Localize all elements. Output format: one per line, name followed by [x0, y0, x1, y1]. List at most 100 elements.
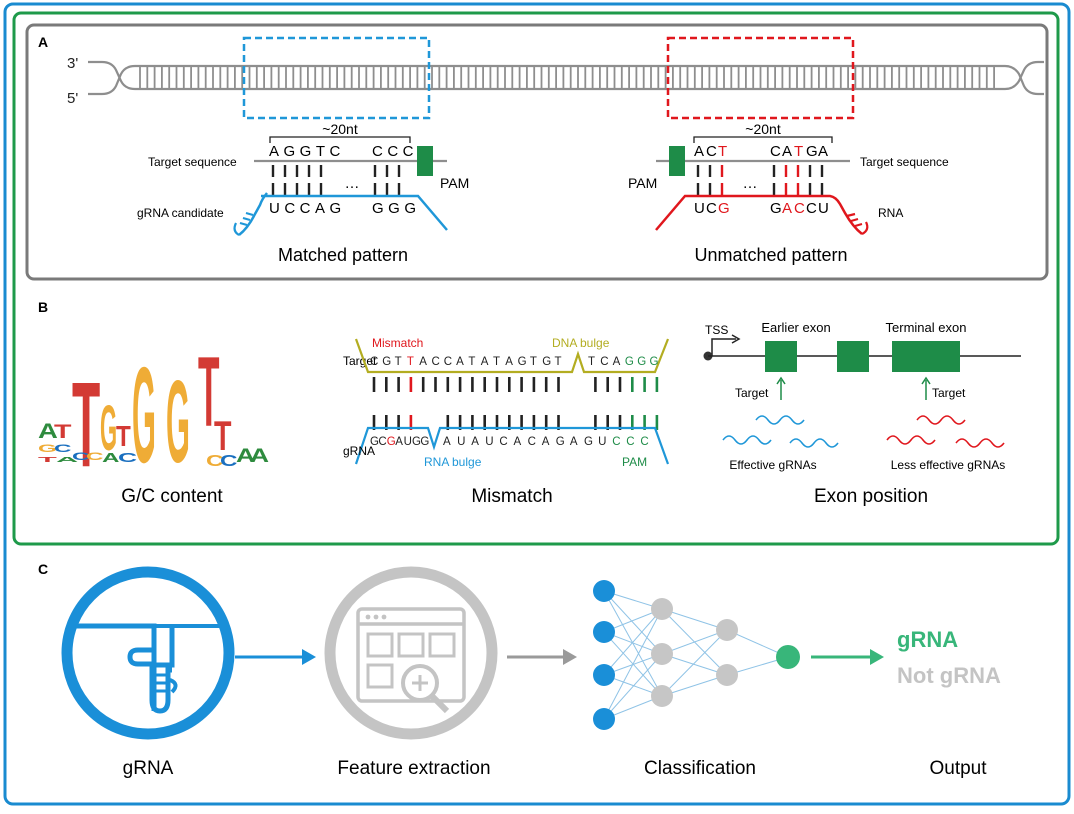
grna-base: U: [457, 436, 465, 448]
window-dot: [373, 614, 379, 620]
middle-exon: [837, 341, 869, 372]
matched-span-bracket: [269, 136, 411, 143]
logo-letter: C: [54, 442, 72, 454]
matched-target-label: Target sequence: [148, 155, 237, 169]
nn-hidden-node: [651, 685, 673, 707]
nn-edge: [661, 653, 728, 676]
logo-letter: G: [38, 442, 57, 454]
grna-base: U: [485, 436, 493, 448]
feature-icon-dots: [365, 614, 387, 620]
target-base: G: [637, 356, 646, 368]
seq-letter: T: [718, 143, 727, 160]
rna-bulge-label: RNA bulge: [424, 455, 482, 469]
terminal-exon: [892, 341, 960, 372]
step-feature-extraction-label: Feature extraction: [337, 758, 490, 779]
unmatched-span-bracket: [693, 136, 833, 143]
panel-a-label: A: [38, 34, 48, 50]
grna-base: A: [542, 436, 550, 448]
unmatched-base-pairs: [696, 165, 824, 195]
grna-base: G: [370, 436, 379, 448]
output-positive: gRNA: [897, 627, 958, 652]
matched-ellipsis: …: [345, 175, 360, 192]
unmatched-pam-label: PAM: [628, 175, 657, 191]
target-base: C: [370, 356, 378, 368]
seq-letter: C: [706, 143, 717, 160]
matched-grna-hairpin: [233, 211, 254, 236]
grna-base: G: [556, 436, 565, 448]
unmatched-target-label: Target sequence: [860, 155, 949, 169]
logo-caption: G/C content: [121, 486, 223, 507]
logo-letter: T: [72, 358, 100, 493]
panel-ab-frame: [12, 11, 1060, 546]
grna-base: C: [612, 436, 620, 448]
target-arrowhead-left: [776, 376, 786, 385]
grna-icon-loop: [169, 678, 178, 694]
target-base: C: [444, 356, 452, 368]
nn-output-node: [776, 645, 800, 669]
tss-arrow: [711, 338, 736, 356]
matched-target-seq-end: CCC: [372, 143, 418, 160]
terminal-exon-label: Terminal exon: [886, 320, 967, 335]
seq-letter: A: [782, 200, 792, 217]
matched-caption: Matched pattern: [278, 245, 408, 265]
target-arrowhead-right: [921, 376, 931, 385]
unmatched-target-seq: A C T C A T G A: [694, 143, 828, 160]
nn-edge: [661, 674, 728, 697]
nn-edge: [603, 590, 663, 655]
nn-hidden-node: [716, 664, 738, 686]
grna-base: G: [412, 436, 421, 448]
nn-input-node: [593, 580, 615, 602]
seq-letter: U: [818, 200, 829, 217]
panel-a-frame: [25, 23, 1049, 281]
nn-edge: [661, 629, 728, 655]
strand-5prime-label: 5': [67, 90, 78, 107]
nn-input-node: [593, 664, 615, 686]
seq-letter: C: [806, 200, 817, 217]
logo-letter: A: [236, 444, 255, 466]
panel-b-label: B: [38, 299, 48, 315]
unmatched-rna-seq: U C G G A C C U: [694, 200, 829, 217]
grna-base: C: [378, 436, 386, 448]
logo-letter: A: [56, 455, 78, 464]
exon-caption: Exon position: [814, 486, 928, 507]
target-base: G: [625, 356, 634, 368]
logo-letter: A: [102, 450, 119, 465]
effective-grnas-label: Effective gRNAs: [729, 458, 816, 472]
target-base: T: [530, 356, 537, 368]
dna-double-helix: [88, 60, 1044, 96]
effective-grna-waves: [722, 415, 839, 448]
seq-letter: A: [782, 143, 792, 160]
logo-letter: T: [54, 421, 71, 443]
grna-base: G: [584, 436, 593, 448]
matched-pattern: ~20nt AGGTC CCC PAM Target sequence … UC…: [137, 121, 469, 265]
target-base: G: [542, 356, 551, 368]
seq-letter: G: [806, 143, 818, 160]
mismatch-base-pairs: [372, 377, 659, 430]
matched-pam-label: PAM: [440, 175, 469, 191]
matched-grna-seq-end: GGG: [372, 200, 421, 217]
target-base: G: [382, 356, 391, 368]
mismatch-caption: Mismatch: [471, 486, 552, 507]
nn-edge: [603, 608, 663, 720]
arrow-1-head: [302, 649, 316, 665]
less-effective-grnas-label: Less effective gRNAs: [891, 458, 1006, 472]
target-base: T: [555, 356, 562, 368]
logo-letter: T: [38, 455, 57, 464]
target-base: G: [518, 356, 527, 368]
step-classification-label: Classification: [644, 758, 756, 779]
window-dot: [365, 614, 371, 620]
nn-hidden-node: [651, 598, 673, 620]
window-dot: [381, 614, 387, 620]
grna-icon-rungs: [154, 673, 168, 693]
grna-base: G: [387, 436, 396, 448]
target-base: T: [493, 356, 500, 368]
nn-input-node: [593, 621, 615, 643]
nn-hidden-node: [716, 619, 738, 641]
grna-icon-circle: [61, 566, 235, 740]
matched-pam-block: [417, 146, 433, 176]
step-output-label: Output: [929, 758, 987, 779]
feature-tile: [366, 632, 394, 658]
